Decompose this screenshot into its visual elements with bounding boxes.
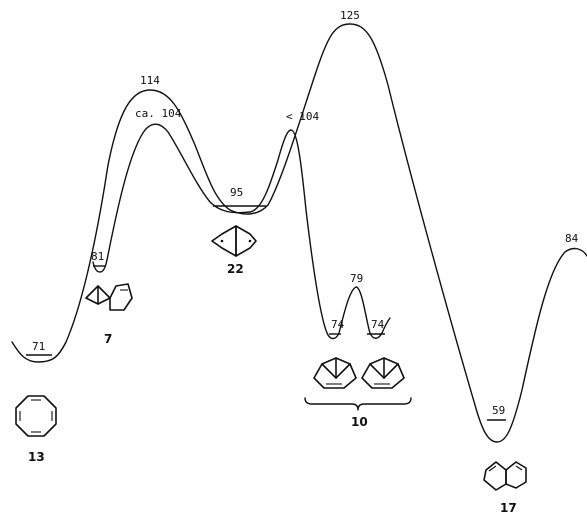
energy-label-22: 95 [230,186,243,199]
energy-label-ts-upper: 114 [140,74,160,87]
energy-label-10-right: 74 [371,318,385,331]
energy-label-13: 71 [32,340,45,353]
energy-label-17: 59 [492,404,505,417]
compound-label-13: 13 [28,450,45,464]
compound-label-7: 7 [104,332,112,346]
energy-label-barrier: 125 [340,9,360,22]
structure-13-cyclooctatetraene [15,395,57,437]
energy-label-10-left: 74 [331,318,345,331]
structure-10-left [313,357,357,389]
energy-label-7: 81 [91,250,104,263]
energy-label-ts-right: < 104 [286,110,319,123]
structure-7-bicyclic [85,283,133,311]
curve-upper-left [11,23,587,443]
compound-label-17: 17 [500,501,517,515]
structure-22-diradical [211,225,257,257]
energy-label-right-end: 84 [565,232,579,245]
structure-10-right [361,357,405,389]
bracket-10 [304,397,412,411]
compound-label-10: 10 [351,415,368,429]
compound-label-22: 22 [227,262,244,276]
curve-lower-left [92,123,391,340]
structure-17-pentalene [483,461,527,491]
energy-label-10-ts: 79 [350,272,363,285]
energy-label-ts-lower: ca. 104 [135,107,182,120]
